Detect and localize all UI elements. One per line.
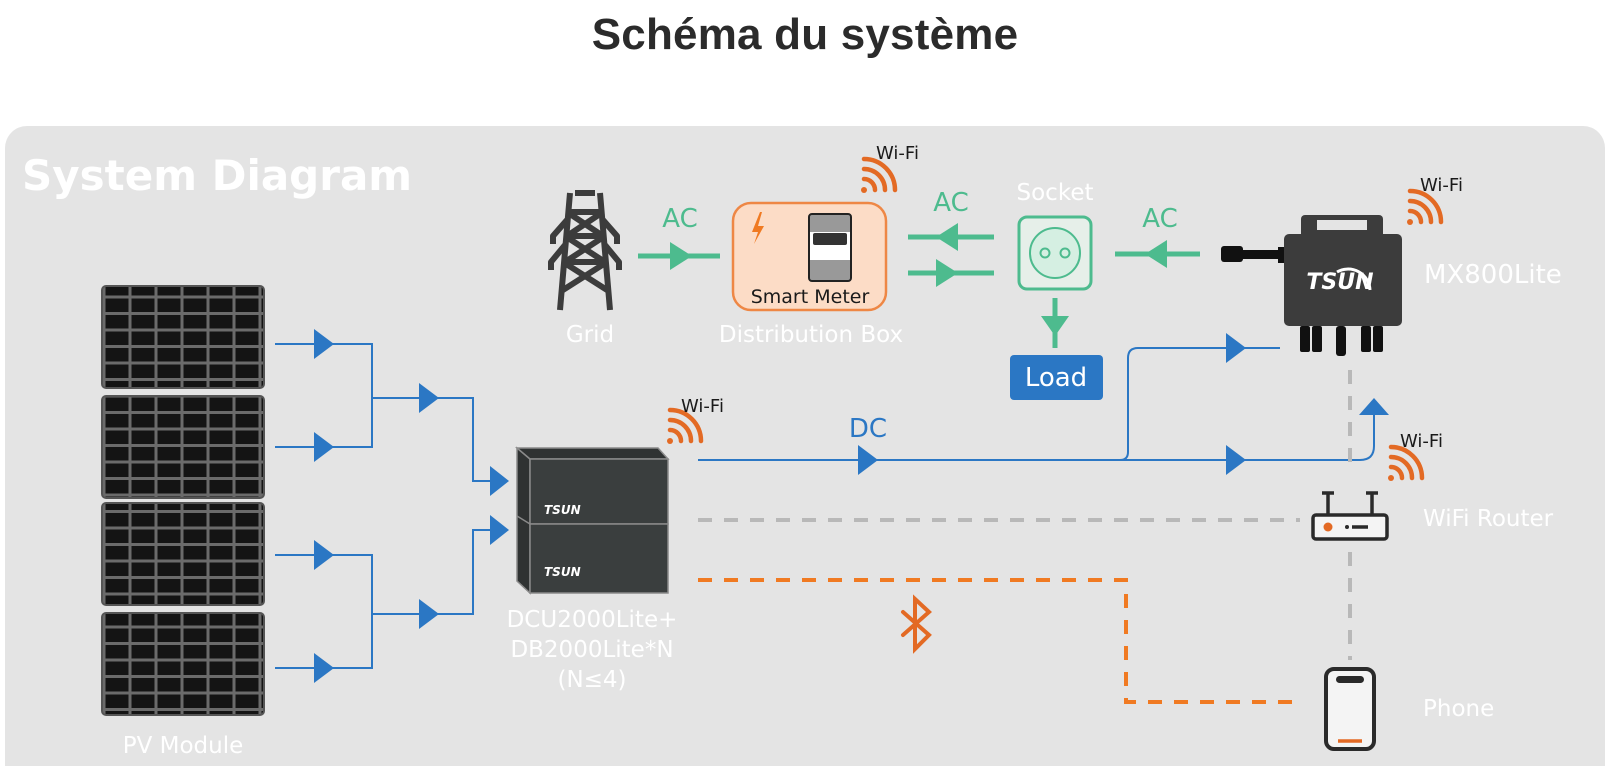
dc-arrow-icon — [314, 329, 334, 359]
lightning-icon — [752, 212, 764, 244]
pv-module-label: PV Module — [123, 733, 244, 759]
smart-meter-box: Smart Meter — [731, 201, 888, 312]
ac-arrow-icon — [1145, 240, 1167, 268]
dc-flow-arrows — [314, 329, 509, 683]
distribution-box-label: Distribution Box — [719, 322, 903, 348]
ac-arrow-icon — [936, 223, 958, 251]
wifi-icon — [1407, 188, 1444, 225]
battery-wifi-label: Wi-Fi — [681, 396, 724, 417]
phone-icon — [1324, 667, 1376, 751]
ac-flow-label: AC — [1142, 204, 1177, 234]
dc-flow-label: DC — [849, 414, 887, 444]
battery-brand-logo: TSUN — [544, 503, 581, 517]
battery-unit: TSUN TSUN — [514, 446, 670, 595]
socket-icon — [1017, 215, 1093, 291]
battery-label-line2: DB2000Lite*N — [510, 637, 673, 663]
inverter-label: MX800Lite — [1424, 260, 1562, 290]
dc-arrow-icon — [1226, 333, 1246, 363]
pv-modules — [101, 285, 265, 716]
pv-module-panel — [101, 285, 265, 389]
router-label: WiFi Router — [1423, 506, 1554, 532]
ac-arrow-icon — [670, 242, 692, 270]
dc-arrow-icon — [314, 432, 334, 462]
bluetooth-icon — [901, 594, 932, 654]
wifi-icon — [1388, 444, 1425, 481]
load-box — [1010, 355, 1103, 400]
inverter-wifi-label: Wi-Fi — [1420, 175, 1463, 196]
battery-label-line3: (N≤4) — [557, 667, 626, 693]
dc-arrow-icon — [314, 540, 334, 570]
dc-arrow-icon — [1226, 445, 1246, 475]
dc-arrow-icon — [419, 599, 439, 629]
distribution-box-wifi-label: Wi-Fi — [876, 143, 919, 164]
dc-arrow-icon — [419, 383, 439, 413]
dc-arrow-icon — [490, 466, 509, 496]
battery-label-line1: DCU2000Lite+ — [507, 607, 678, 633]
dc-arrow-icon — [314, 653, 334, 683]
grid-label: Grid — [566, 322, 614, 348]
socket-label: Socket — [1017, 180, 1094, 206]
router-wifi-label: Wi-Fi — [1400, 431, 1443, 452]
page-title: Schéma du système — [591, 10, 1019, 59]
ac-flow-label: AC — [662, 204, 697, 234]
wifi-icon — [861, 156, 898, 193]
dc-arrow-icon — [490, 515, 509, 545]
wifi-icon — [667, 407, 704, 444]
battery-to-inverter-dc — [698, 347, 1375, 461]
dc-arrow-icon — [1359, 398, 1389, 415]
diagram-title: System Diagram — [22, 151, 412, 200]
pv-module-panel — [101, 612, 265, 716]
ac-arrow-icon — [1041, 316, 1069, 336]
inverter-device: TSUN — [1221, 215, 1402, 356]
pv-module-panel — [101, 502, 265, 606]
phone-label: Phone — [1423, 696, 1494, 722]
dc-arrow-icon — [858, 445, 878, 475]
wifi-router-icon — [1311, 491, 1389, 541]
battery-brand-logo: TSUN — [544, 565, 581, 579]
battery-phone-bluetooth-link — [698, 578, 1295, 704]
pv-dc-wiring — [275, 343, 490, 669]
load-label: Load — [1025, 363, 1087, 393]
ac-arrow-icon — [936, 259, 958, 287]
grid-tower-icon — [548, 190, 622, 311]
pv-module-panel — [101, 395, 265, 499]
smart-meter-label: Smart Meter — [751, 286, 870, 308]
ac-flow-label: AC — [933, 188, 968, 218]
